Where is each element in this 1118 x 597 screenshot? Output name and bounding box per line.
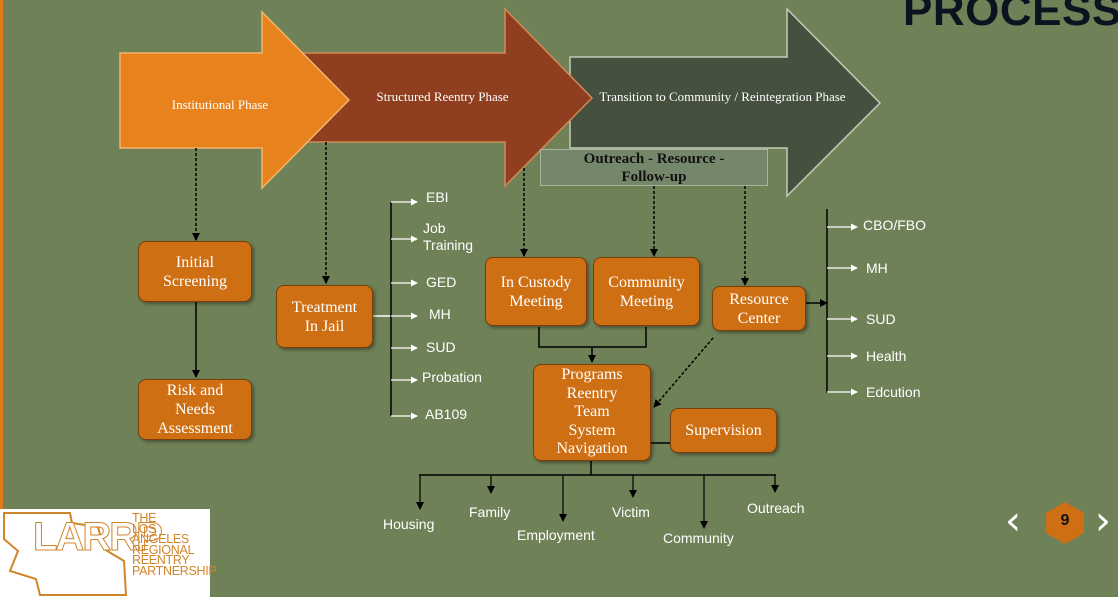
outcome-family: Family <box>469 504 511 520</box>
resource-service-sud: SUD <box>866 311 896 327</box>
in-custody-meeting-box: In Custody Meeting <box>485 257 587 326</box>
community-meeting-box: Community Meeting <box>593 257 700 326</box>
resource-services-arrows <box>827 223 858 396</box>
left-accent-stripe <box>0 0 3 597</box>
jail-services-arrows <box>391 198 418 420</box>
resource-service-mh: MH <box>866 260 888 276</box>
jail-service-mh: MH <box>429 306 451 322</box>
outcome-housing: Housing <box>383 516 435 532</box>
supervision-box: Supervision <box>670 408 777 453</box>
connector-meetings-programs <box>538 327 647 348</box>
risk-needs-assessment-box: Risk and Needs Assessment <box>138 379 252 440</box>
transition-phase-arrow <box>569 7 882 198</box>
page-number: 9 <box>1060 512 1070 529</box>
resource-service-education: Edcution <box>866 384 921 400</box>
larrp-logo <box>0 509 210 597</box>
phase-label-structured: Structured Reentry Phase <box>376 89 509 104</box>
resource-center-box: Resource Center <box>712 286 806 331</box>
la-county-outline-icon <box>3 512 128 596</box>
connector-resource-programs <box>653 337 714 408</box>
outcome-community: Community <box>663 530 734 546</box>
programs-reentry-team-box: Programs Reentry Team System Navigation <box>533 364 651 461</box>
outcome-outreach: Outreach <box>747 500 805 516</box>
jail-service-ged: GED <box>426 274 457 290</box>
jail-service-ab109: AB109 <box>425 406 468 422</box>
page-number-badge <box>1046 502 1084 544</box>
phase-label-institutional: Institutional Phase <box>171 97 269 112</box>
initial-screening-box: Initial Screening <box>138 241 252 302</box>
outcome-employment: Employment <box>517 527 595 543</box>
slide-title: PROCESS <box>903 0 1118 35</box>
outreach-banner: Outreach - Resource - Follow-up <box>540 149 768 186</box>
jail-service-ebi: EBI <box>426 189 449 205</box>
jail-service-sud: SUD <box>426 339 456 355</box>
program-outcome-arrows <box>416 475 779 529</box>
resource-service-cbo-fbo: CBO/FBO <box>863 217 927 233</box>
logo-mark: LARRP <box>33 515 164 560</box>
chevron-right-icon[interactable]: › <box>1095 498 1111 544</box>
treatment-in-jail-box: Treatment In Jail <box>276 285 373 348</box>
resource-service-health: Health <box>866 348 907 364</box>
outcome-victim: Victim <box>612 504 650 520</box>
structured-phase-arrow <box>302 7 594 188</box>
jail-service-job-training: Job Training <box>423 220 474 253</box>
jail-service-probation: Probation <box>422 369 482 385</box>
chevron-left-icon[interactable]: ‹ <box>1005 498 1021 544</box>
logo-text: THE LOS ANGELES REGIONAL REENTRY PARTNER… <box>132 511 217 578</box>
phase-label-transition: Transition to Community / Reintegration … <box>599 89 846 104</box>
institutional-phase-arrow <box>119 10 351 190</box>
